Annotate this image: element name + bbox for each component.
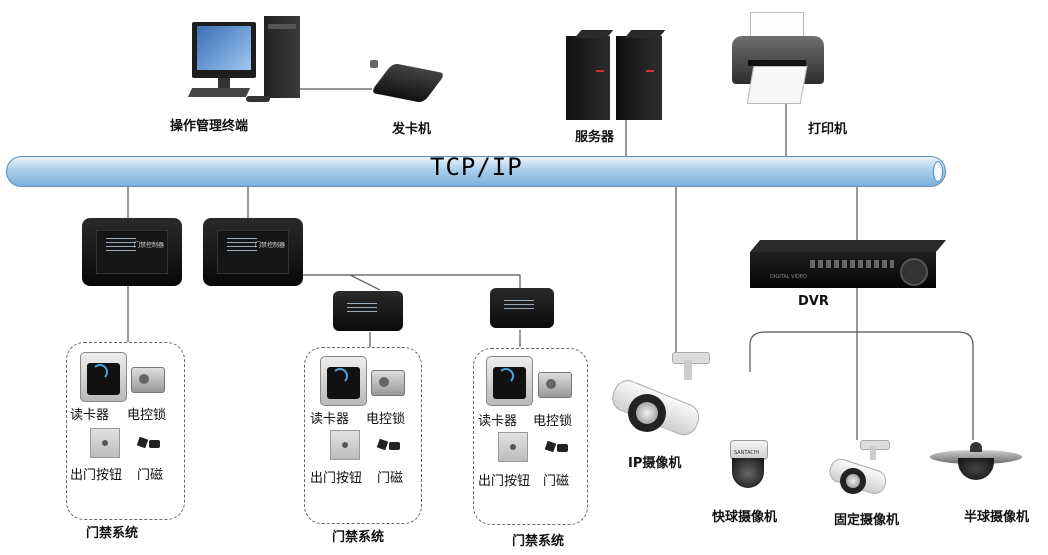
card-reader-label: 读卡器	[310, 412, 350, 427]
half-dome-camera-icon	[930, 438, 1022, 482]
terminal-label: 操作管理终端	[170, 119, 249, 134]
access-controller-3	[333, 291, 403, 331]
speed-dome-brand: SANTACHI	[734, 450, 760, 456]
electric-lock-label: 电控锁	[127, 408, 167, 423]
door-sensor-icon	[136, 436, 160, 450]
door-sensor-icon	[376, 438, 400, 452]
door-sensor-label: 门磁	[377, 471, 404, 486]
bus-label: TCP/IP	[430, 153, 523, 181]
fixed-camera-label: 固定摄像机	[834, 513, 900, 528]
access-controller-4	[490, 288, 554, 328]
ctrl2-ctrl3-link	[300, 274, 381, 291]
access-controller-2: 门禁控制器	[203, 218, 303, 286]
access-group-3-label: 门禁系统	[512, 534, 565, 549]
half-dome-label: 半球摄像机	[964, 510, 1030, 525]
exit-button-icon	[90, 428, 120, 458]
terminal-computer-icon	[187, 16, 305, 106]
card-reader-icon	[80, 352, 127, 402]
speed-dome-label: 快球摄像机	[712, 510, 778, 525]
ctrl2-ctrl4-link	[350, 274, 521, 288]
card-issuer-icon	[370, 58, 456, 110]
door-sensor-label: 门磁	[543, 474, 570, 489]
bus-end-cap	[933, 161, 943, 182]
tcpip-bus	[6, 156, 946, 187]
controller-2-title: 门禁控制器	[254, 242, 285, 249]
dvr-label: DVR	[798, 294, 829, 309]
server-icon	[566, 30, 666, 122]
access-group-3	[473, 348, 588, 525]
exit-button-label: 出门按钮	[478, 474, 531, 489]
printer-icon	[728, 12, 828, 104]
controller-1-title: 门禁控制器	[133, 242, 164, 249]
printer-label: 打印机	[808, 122, 848, 137]
door-sensor-label: 门磁	[137, 468, 164, 483]
server-label: 服务器	[575, 130, 615, 145]
door-sensor-icon	[544, 440, 568, 454]
access-controller-1: 门禁控制器	[82, 218, 182, 286]
dvr-dome-link	[749, 331, 974, 440]
speed-dome-camera-icon: SANTACHI	[726, 440, 770, 490]
exit-button-icon	[498, 432, 528, 462]
access-group-1-label: 门禁系统	[86, 526, 139, 541]
dvr-panel-text: DIGITAL VIDEO	[770, 274, 807, 280]
access-group-2	[304, 347, 422, 524]
electric-lock-label: 电控锁	[533, 414, 573, 429]
ip-camera-label: IP摄像机	[628, 456, 682, 471]
card-reader-icon	[320, 356, 367, 406]
card-reader-label: 读卡器	[478, 414, 518, 429]
electric-lock-icon	[371, 370, 405, 396]
ip-camera-icon	[608, 352, 712, 440]
electric-lock-icon	[131, 367, 165, 393]
card-issuer-label: 发卡机	[392, 122, 432, 137]
electric-lock-icon	[538, 372, 572, 398]
exit-button-icon	[330, 430, 360, 460]
access-group-1	[66, 342, 185, 520]
exit-button-label: 出门按钮	[310, 471, 363, 486]
card-reader-icon	[486, 356, 533, 406]
electric-lock-label: 电控锁	[366, 412, 406, 427]
access-group-2-label: 门禁系统	[332, 530, 385, 545]
fixed-camera-icon	[826, 440, 892, 497]
dvr-icon: DIGITAL VIDEO	[750, 240, 947, 288]
exit-button-label: 出门按钮	[70, 468, 123, 483]
card-reader-label: 读卡器	[70, 408, 110, 423]
